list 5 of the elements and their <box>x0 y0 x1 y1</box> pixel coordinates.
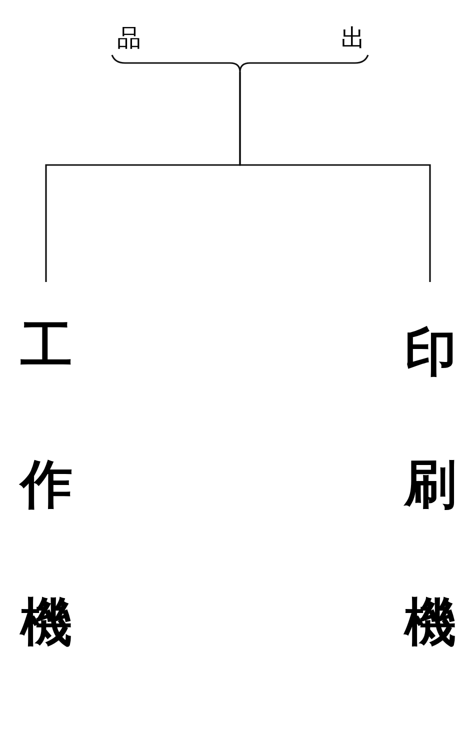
heading-text: 出 <box>341 24 365 52</box>
connector-line <box>239 72 431 282</box>
vertical-label: 工作機 <box>20 282 72 690</box>
vertical-label: 印刷機 <box>404 282 456 690</box>
heading-text: 品 <box>117 24 141 52</box>
